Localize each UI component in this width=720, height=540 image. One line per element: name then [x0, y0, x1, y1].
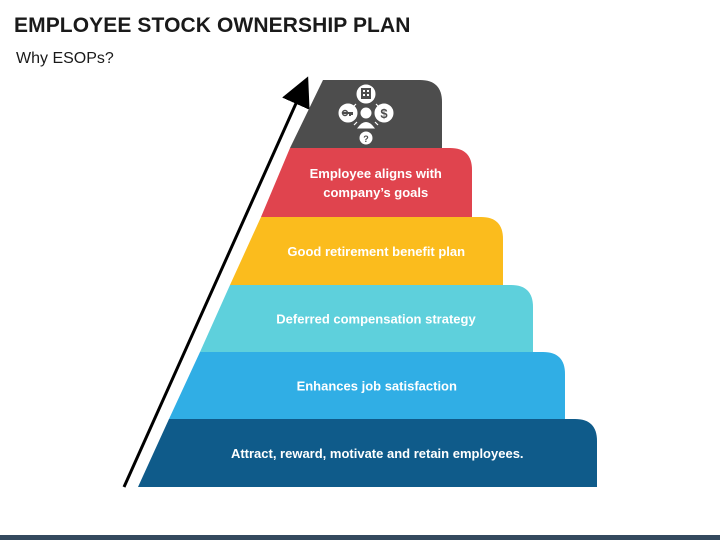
growth-arrow — [122, 76, 310, 488]
pyramid-tier-1-label: company’s goals — [323, 185, 428, 200]
pyramid-tier-4-label: Enhances job satisfaction — [297, 379, 457, 394]
pyramid-tier-2-label: Good retirement benefit plan — [287, 244, 465, 259]
pyramid-tier-5-label: Attract, reward, motivate and retain emp… — [231, 446, 524, 461]
pyramid-tier-5 — [138, 419, 597, 487]
page-title: EMPLOYEE STOCK OWNERSHIP PLAN — [14, 14, 411, 37]
pyramid-tier-1 — [261, 148, 472, 217]
pyramid-tier-3 — [200, 285, 533, 352]
pyramid-tier-4 — [169, 352, 565, 419]
page-subtitle: Why ESOPs? — [16, 50, 114, 67]
svg-text:?: ? — [363, 134, 369, 144]
footer-bar — [0, 535, 720, 540]
pyramid-tier-3-label: Deferred compensation strategy — [276, 312, 476, 327]
employee-finance-icon: $ ? — [338, 84, 394, 145]
pyramid-tier-1-label: Employee aligns with — [310, 166, 442, 181]
svg-text:$: $ — [380, 106, 388, 121]
pyramid-tier-2 — [230, 217, 503, 285]
